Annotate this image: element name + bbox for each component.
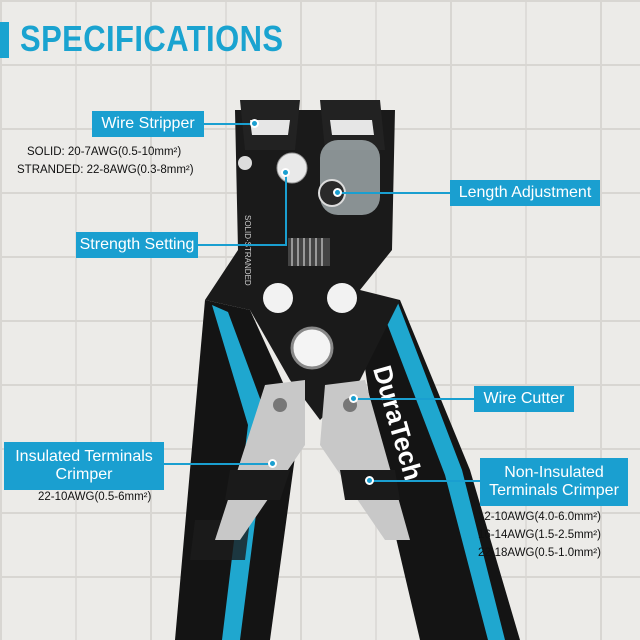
- wire-cutter-label: Wire Cutter: [483, 390, 565, 407]
- wire-cutter-tag: Wire Cutter: [474, 386, 574, 412]
- strength-setting-pointer: [281, 168, 290, 177]
- insulated-crimper-label-line2: Crimper: [55, 466, 113, 483]
- wire-stripper-label: Wire Stripper: [101, 115, 195, 132]
- non-insulated-crimper-spec-1: 12-10AWG(4.0-6.0mm²): [478, 511, 601, 523]
- insulated-crimper-tag: Insulated Terminals Crimper: [4, 442, 164, 490]
- insulated-crimper-spec: 22-10AWG(0.5-6mm²): [38, 491, 152, 503]
- wire-stripper-tag: Wire Stripper: [92, 111, 204, 137]
- insulated-crimper-label-line1: Insulated Terminals: [15, 448, 153, 465]
- non-insulated-crimper-spec-3: 22-18AWG(0.5-1.0mm²): [478, 547, 601, 559]
- svg-text:SOLID·STRANDED: SOLID·STRANDED: [243, 215, 252, 286]
- wire-cutter-leader: [356, 398, 474, 400]
- wire-cutter-pointer: [349, 394, 358, 403]
- length-adjustment-pointer: [333, 188, 342, 197]
- strength-knob: [276, 152, 308, 184]
- wire-stripper-spec-stranded: STRANDED: 22-8AWG(0.3-8mm²): [17, 164, 194, 176]
- strength-setting-leader-h: [198, 244, 286, 246]
- strength-setting-label: Strength Setting: [79, 236, 195, 253]
- wire-stripper-pointer: [250, 119, 259, 128]
- insulated-crimper-pointer: [268, 459, 277, 468]
- non-insulated-crimper-tag: Non-Insulated Terminals Crimper: [480, 458, 628, 506]
- title-accent-bar: [0, 22, 9, 58]
- insulated-crimper-leader: [164, 463, 272, 465]
- non-insulated-crimper-pointer: [365, 476, 374, 485]
- wire-stripper-spec-solid: SOLID: 20-7AWG(0.5-10mm²): [27, 146, 182, 158]
- non-insulated-crimper-label-line1: Non-Insulated: [504, 464, 604, 481]
- non-insulated-crimper-leader: [372, 480, 480, 482]
- length-adjustment-label: Length Adjustment: [458, 184, 592, 201]
- strength-setting-tag: Strength Setting: [76, 232, 198, 258]
- non-insulated-crimper-spec-2: 16-14AWG(1.5-2.5mm²): [478, 529, 601, 541]
- strength-setting-leader-v: [285, 172, 287, 246]
- length-adjustment-leader: [340, 192, 450, 194]
- length-adjustment-tag: Length Adjustment: [450, 180, 600, 206]
- non-insulated-crimper-label-line2: Terminals Crimper: [489, 482, 619, 499]
- right-handle-blue-trim: [380, 303, 505, 640]
- wire-stripper-leader: [204, 123, 254, 125]
- page-title: SPECIFICATIONS: [20, 18, 284, 59]
- left-handle-blue-trim: [212, 305, 268, 640]
